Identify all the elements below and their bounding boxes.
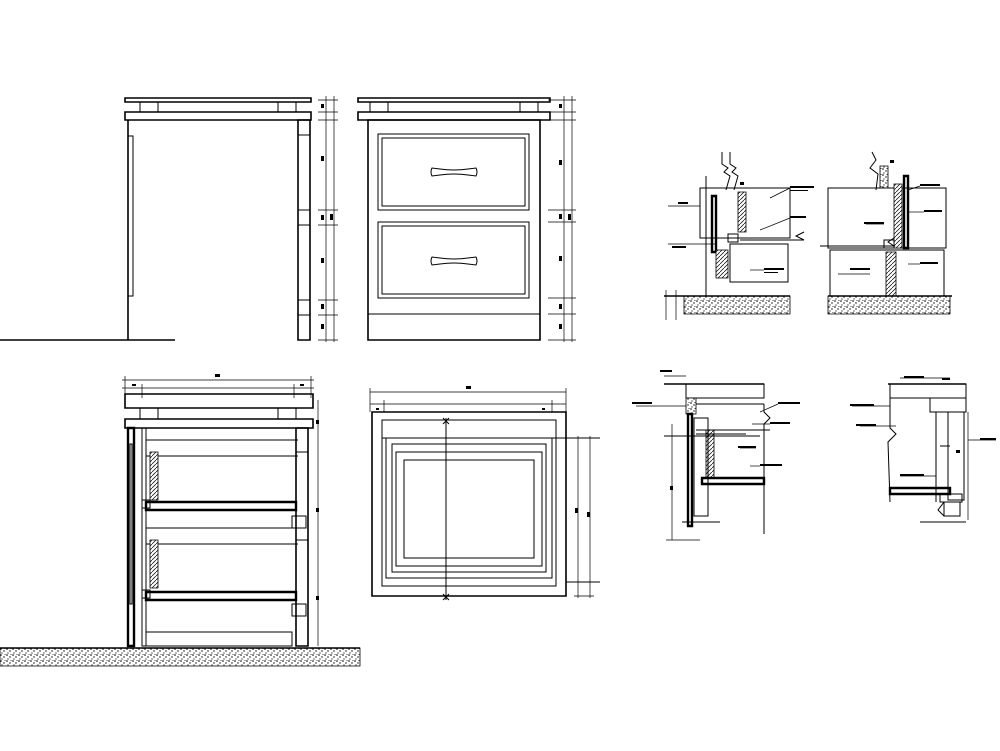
detail-bottom-right	[850, 376, 996, 522]
drawer-handle-icon	[431, 168, 477, 176]
detail-top-right	[820, 152, 952, 314]
drawer-handle-icon	[431, 257, 477, 265]
section-view	[0, 374, 360, 666]
detail-top-left	[664, 152, 814, 320]
front-elevation	[358, 96, 576, 342]
plan-view	[370, 386, 600, 600]
side-elevation	[0, 96, 338, 342]
detail-bottom-left	[632, 370, 800, 540]
